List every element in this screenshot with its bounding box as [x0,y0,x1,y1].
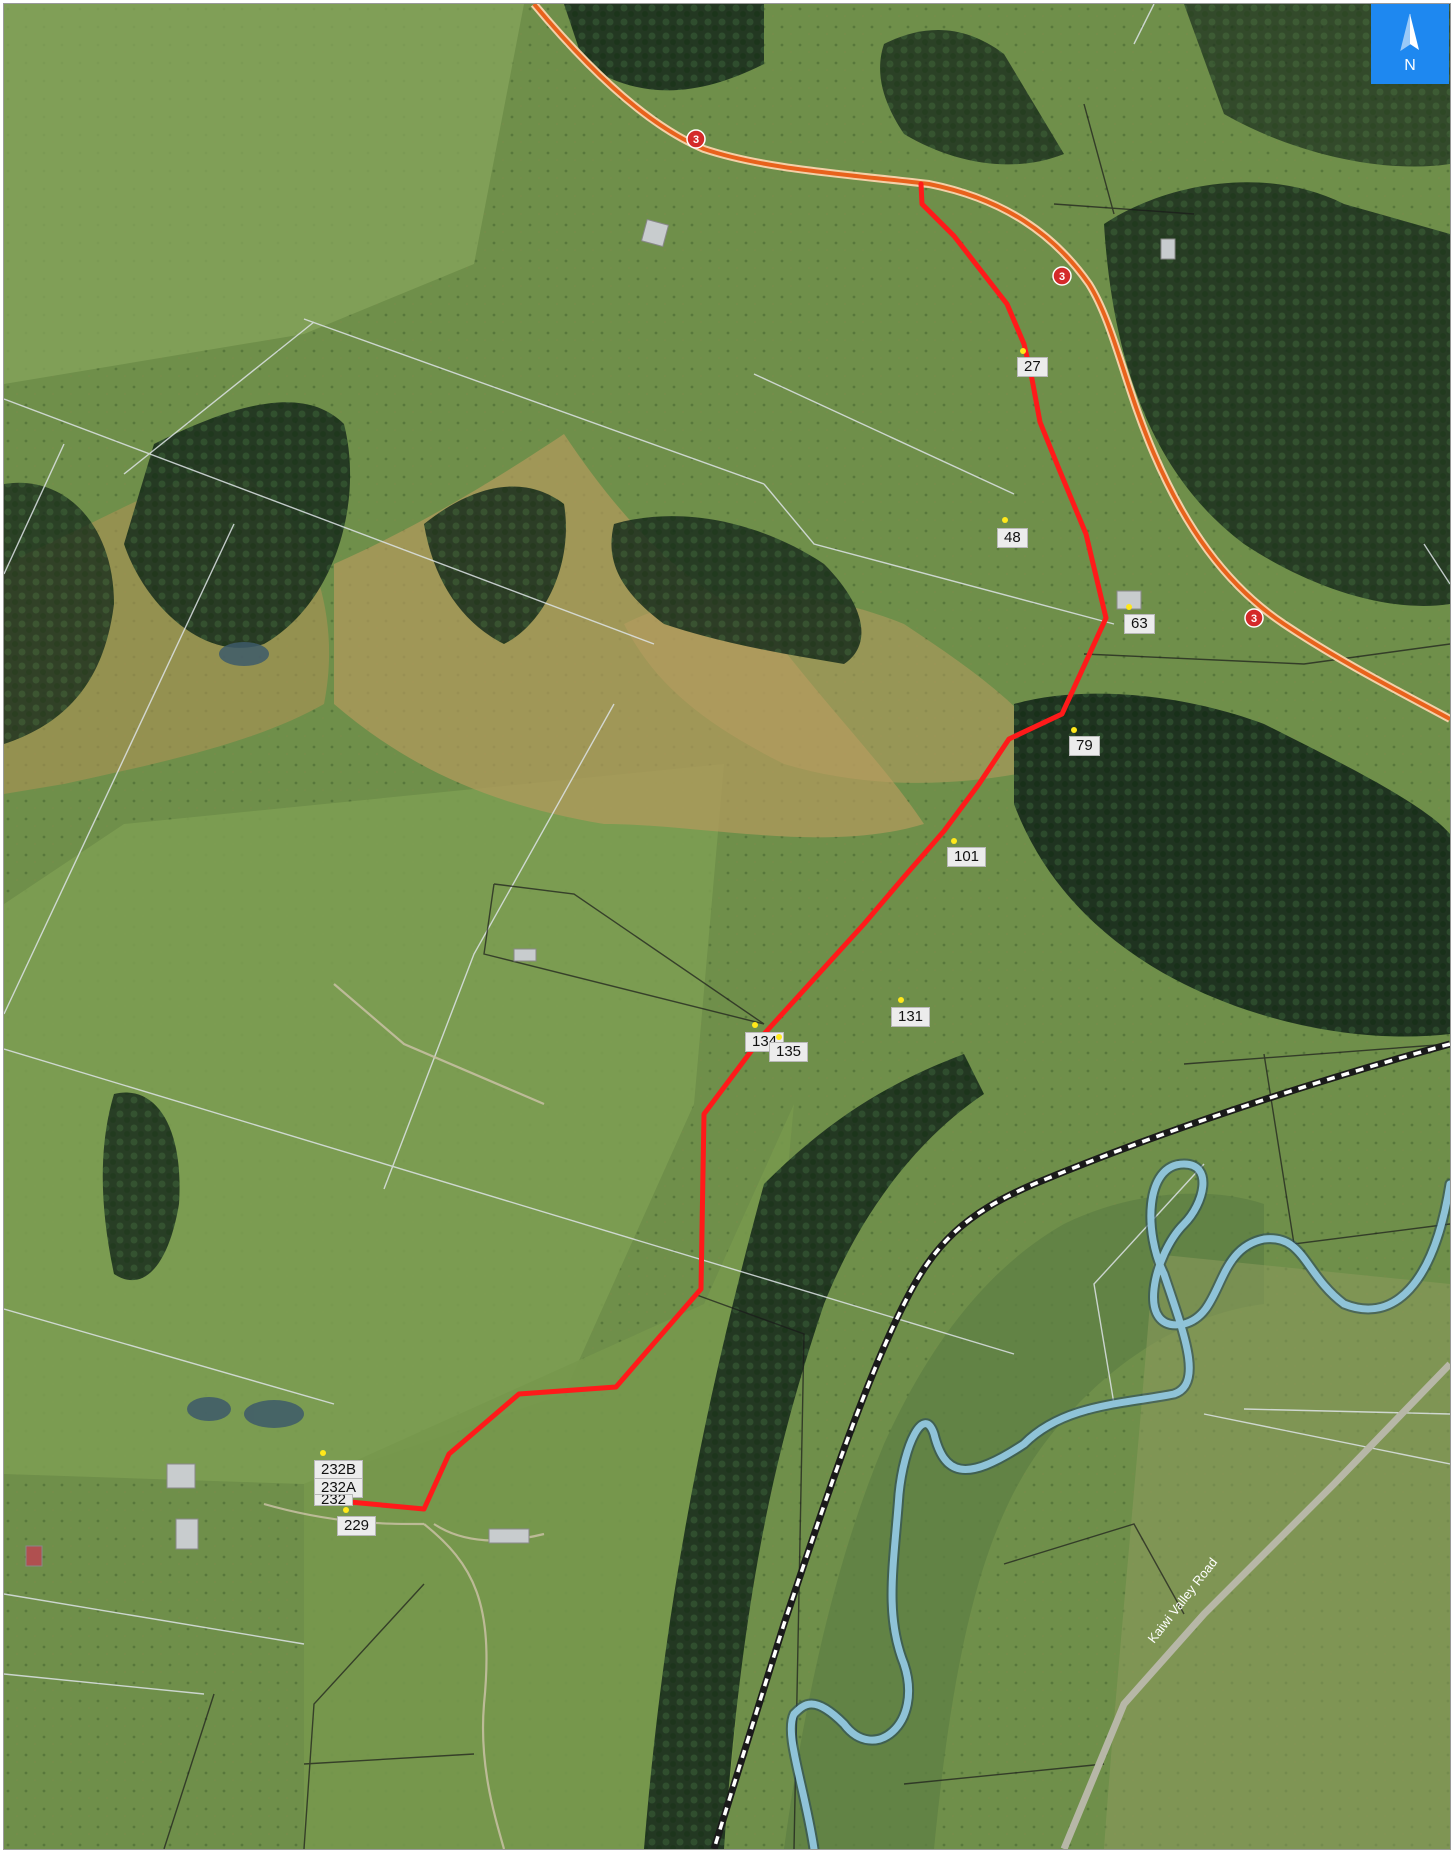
address-marker [1126,604,1132,610]
address-label-79: 79 [1069,736,1100,756]
address-marker [1071,727,1077,733]
north-label: N [1404,57,1416,74]
farm-tracks [263,983,545,1849]
address-marker [898,997,904,1003]
address-marker [320,1450,326,1456]
address-label-48: 48 [997,528,1028,548]
address-label-63: 63 [1124,614,1155,634]
state-highway-shield-icon: 3 [686,129,706,149]
aerial-imagery: Kaiwi Valley Road 3 3 3 [4,4,1450,1849]
address-marker [1020,348,1026,354]
highlighted-route [336,181,1109,1512]
address-label-232: 232 [314,1494,354,1506]
address-marker [752,1022,758,1028]
address-marker [951,838,957,844]
river [787,1160,1450,1849]
svg-text:3: 3 [693,134,699,146]
svg-text:3: 3 [1251,613,1257,625]
address-marker [776,1034,782,1040]
farm-buildings [25,218,1176,1567]
address-label-232b: 232B [314,1460,364,1480]
north-arrow-icon[interactable]: N [1371,4,1449,84]
address-label-101: 101 [947,847,987,867]
bush-gully [124,402,351,648]
kaiwi-valley-road [1060,1361,1450,1849]
address-marker [1002,517,1008,523]
state-highway-shield-icon: 3 [1052,266,1072,286]
river-gorge-forest [644,1054,984,1849]
address-label-135: 135 [769,1042,809,1062]
state-highway-shield-icon: 3 [1244,608,1264,628]
railway [712,1042,1450,1849]
address-label-232a: 232A [314,1478,364,1498]
north-arrow-needle-icon [1400,13,1419,52]
address-label-27: 27 [1017,357,1048,377]
state-highway [532,4,1450,721]
address-marker [343,1507,349,1513]
svg-text:3: 3 [1059,271,1065,283]
property-boundaries [4,4,1450,1695]
address-label-131: 131 [891,1007,931,1027]
address-label-229: 229 [337,1516,377,1536]
plantation-forest [1014,693,1450,1037]
map-canvas[interactable]: Kaiwi Valley Road 3 3 3 27 48 63 79 101 … [3,3,1451,1850]
